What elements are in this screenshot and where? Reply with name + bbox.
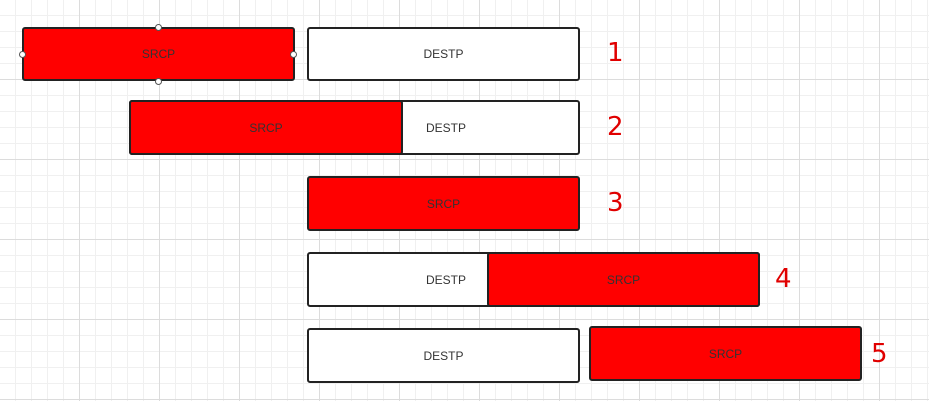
step-number-3: 3 [607, 188, 624, 218]
dest-label-4: DESTP [426, 272, 467, 287]
step-number-4: 4 [775, 264, 792, 294]
dest-box-1[interactable]: DESTP [307, 27, 580, 81]
step-number-1: 1 [607, 38, 624, 68]
step-number-2: 2 [607, 112, 624, 142]
dest-label-5: DESTP [423, 348, 464, 363]
src-box-4[interactable]: SRCP [487, 252, 760, 307]
resize-handle-bottom[interactable] [155, 78, 162, 85]
dest-label-2: DESTP [426, 120, 467, 135]
resize-handle-right[interactable] [290, 51, 297, 58]
src-box-3[interactable]: SRCP [307, 176, 580, 231]
src-box-5[interactable]: SRCP [589, 326, 862, 381]
src-label-3: SRCP [426, 196, 461, 211]
src-label-1: SRCP [141, 47, 176, 61]
step-number-5: 5 [871, 339, 888, 369]
src-label-5: SRCP [708, 346, 743, 361]
dest-box-5[interactable]: DESTP [307, 328, 580, 383]
resize-handle-left[interactable] [19, 51, 26, 58]
src-label-2: SRCP [249, 120, 283, 135]
dest-label-1: DESTP [423, 47, 464, 61]
src-label-4: SRCP [606, 272, 641, 287]
src-box-2[interactable]: SRCP [129, 100, 403, 155]
resize-handle-top[interactable] [155, 24, 162, 31]
src-box-1[interactable]: SRCP [22, 27, 295, 81]
